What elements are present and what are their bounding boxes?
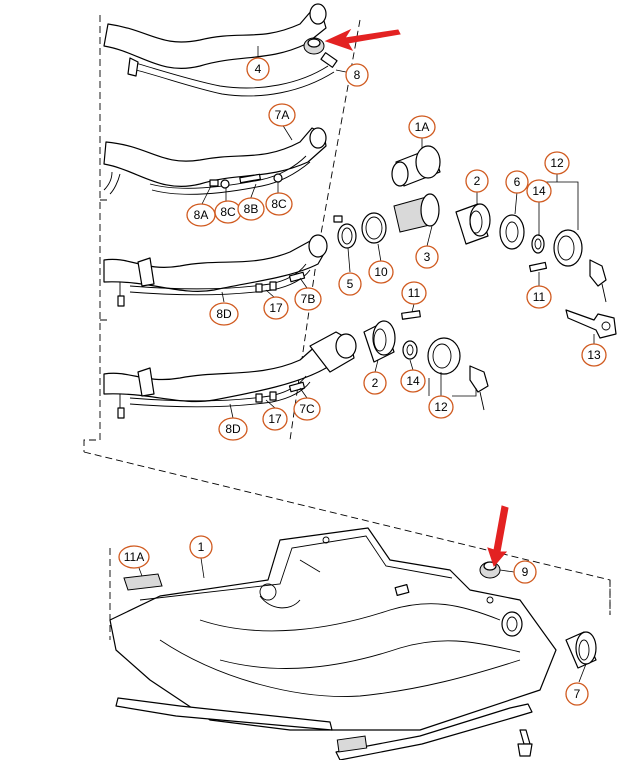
- callout-7A: 7A: [268, 103, 296, 127]
- callout-1A-label: 1A: [415, 120, 430, 134]
- seal-14-top: [531, 234, 545, 254]
- callout-8B-label: 8B: [244, 202, 259, 216]
- callout-13: 13: [581, 343, 607, 367]
- callout-11-mid-label: 11: [533, 290, 546, 304]
- callout-13-label: 13: [587, 348, 601, 362]
- callout-4: 4: [246, 57, 270, 81]
- fuel-tank: [109, 527, 557, 731]
- callout-14-b-label: 14: [406, 374, 420, 388]
- callout-7B-label: 7B: [301, 292, 316, 306]
- callout-7B: 7B: [294, 287, 322, 311]
- callout-6: 6: [505, 170, 529, 194]
- callout-14-top: 14: [526, 179, 552, 203]
- grommet-9: [479, 561, 501, 579]
- callout-14-b: 14: [400, 369, 426, 393]
- housing-6: [499, 214, 525, 250]
- callout-17-b: 17: [262, 407, 288, 431]
- grommet-2-top: [455, 203, 491, 245]
- callout-8C-2-label: 8C: [271, 197, 287, 211]
- callout-12-top: 12: [544, 151, 570, 175]
- callout-12-b-label: 12: [434, 400, 448, 414]
- callout-8D-b-label: 8D: [225, 422, 241, 436]
- callout-7C-label: 7C: [299, 402, 315, 416]
- callout-8A-label: 8A: [194, 208, 209, 222]
- callout-8D-a: 8D: [209, 302, 239, 326]
- callout-3: 3: [415, 245, 439, 269]
- seal-ring-10: [361, 212, 387, 244]
- callout-2-top-label: 2: [474, 174, 481, 188]
- grommet-7: [565, 631, 597, 669]
- callout-11-b: 11: [401, 281, 427, 305]
- callout-11A: 11A: [118, 545, 150, 569]
- callout-11A-label: 11A: [124, 550, 144, 564]
- red-arrow-top: [324, 28, 401, 51]
- callout-11-b-label: 11: [408, 286, 421, 300]
- callout-11-mid: 11: [526, 285, 552, 309]
- callout-7-label: 7: [574, 687, 581, 701]
- callout-9: 9: [513, 560, 537, 584]
- screw-11-top: [528, 261, 548, 273]
- tank-frame: [109, 548, 611, 640]
- grommet-top: [303, 37, 325, 55]
- callout-7: 7: [565, 682, 589, 706]
- callout-6-label: 6: [514, 175, 521, 189]
- callout-8D-a-label: 8D: [216, 307, 232, 321]
- callout-12-b: 12: [428, 395, 454, 419]
- filler-variants-frame: [83, 15, 611, 615]
- callout-3-label: 3: [424, 250, 431, 264]
- seal-14-bottom: [402, 340, 418, 360]
- callout-8D-b: 8D: [218, 417, 248, 441]
- callout-5: 5: [338, 272, 362, 296]
- locking-cap-12-bottom: [427, 337, 489, 411]
- filler-pipe-3: [393, 193, 440, 233]
- filler-hose-variant-4: [103, 331, 357, 419]
- callout-4-label: 4: [255, 62, 262, 76]
- callout-17-b-label: 17: [268, 412, 282, 426]
- leader-lines: [138, 46, 595, 683]
- callout-8A: 8A: [186, 203, 216, 227]
- callout-9-label: 9: [522, 565, 529, 579]
- callout-10: 10: [368, 260, 394, 284]
- callout-10-label: 10: [374, 265, 388, 279]
- callout-8B: 8B: [237, 197, 265, 221]
- callout-17-a: 17: [263, 296, 289, 320]
- clamp-5: [333, 215, 357, 249]
- pad-11A: [123, 573, 163, 591]
- screw-11-mid: [401, 310, 421, 320]
- filler-sleeve-1A: [391, 145, 441, 187]
- grommet-2-bottom: [363, 320, 396, 363]
- callout-2-b: 2: [363, 371, 387, 395]
- callout-8C-label: 8C: [220, 205, 236, 219]
- callout-1: 1: [189, 535, 213, 559]
- callout-8C: 8C: [214, 200, 242, 224]
- filler-hose-variant-2: [103, 127, 327, 195]
- callout-7C: 7C: [293, 397, 321, 421]
- callout-14-top-label: 14: [532, 184, 546, 198]
- callout-1A: 1A: [408, 115, 436, 139]
- filler-hose-variant-3: [103, 234, 328, 307]
- callout-12-top-label: 12: [550, 156, 564, 170]
- callout-17-a-label: 17: [269, 301, 283, 315]
- tank-straps: [115, 697, 533, 760]
- callout-5-label: 5: [347, 277, 354, 291]
- callout-2-top: 2: [465, 169, 489, 193]
- key-13: [565, 309, 617, 339]
- locking-cap-12-top: [553, 229, 607, 303]
- callout-7A-label: 7A: [275, 108, 290, 122]
- callout-2-b-label: 2: [372, 376, 379, 390]
- red-arrow-tank: [487, 505, 509, 567]
- filler-hose-variant-top: [103, 3, 338, 97]
- callout-1-label: 1: [198, 540, 205, 554]
- callout-8C-2: 8C: [265, 192, 293, 216]
- callout-8-top-label: 8: [354, 68, 361, 82]
- callout-8-top: 8: [345, 63, 369, 87]
